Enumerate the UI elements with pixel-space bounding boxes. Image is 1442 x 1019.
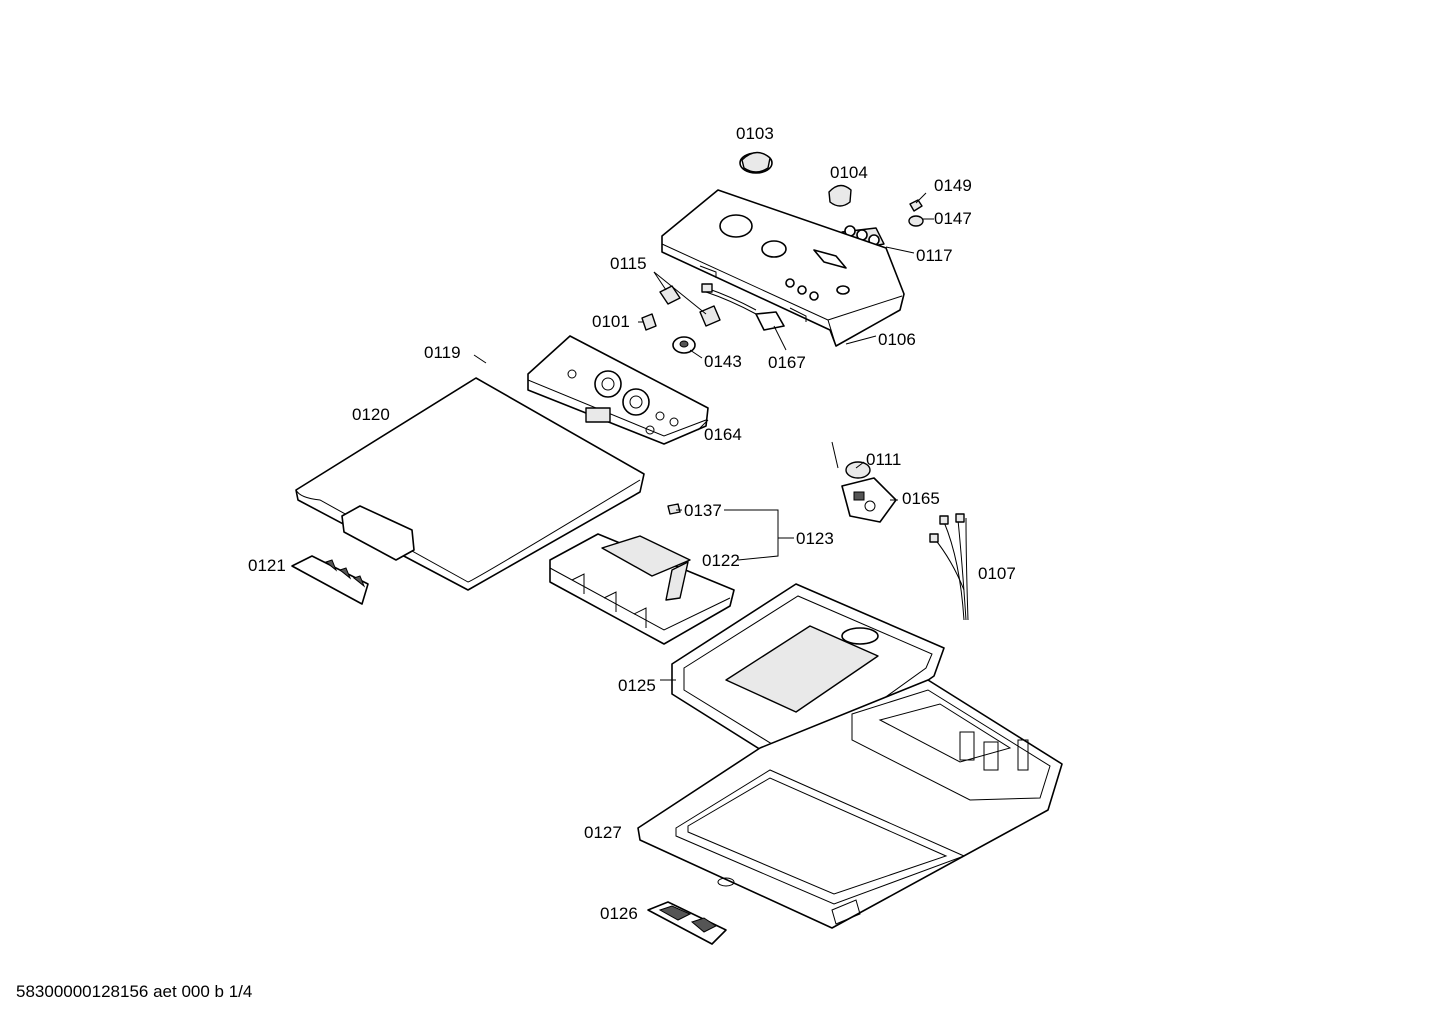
label-0126: 0126 — [600, 904, 638, 923]
label-0120: 0120 — [352, 405, 390, 424]
part-0121-handle — [291, 555, 369, 605]
part-0119-pin — [473, 354, 487, 364]
label-0123: 0123 — [796, 529, 834, 548]
part-0164-electronic-module — [527, 335, 709, 445]
part-0149-button — [909, 199, 923, 212]
part-0127-top-frame — [637, 679, 1063, 929]
part-0122-dispenser — [549, 533, 735, 645]
label-0143: 0143 — [704, 352, 742, 371]
part-0104-knob — [828, 184, 852, 207]
label-0164: 0164 — [704, 425, 742, 444]
label-0117: 0117 — [916, 246, 953, 265]
label-0103: 0103 — [736, 124, 774, 143]
part-0115-clips — [659, 285, 721, 327]
label-0111: 0111 — [866, 450, 901, 469]
label-0167: 0167 — [768, 353, 806, 372]
document-footer-code: 58300000128156 aet 000 b 1/4 — [16, 982, 253, 1001]
label-0101: 0101 — [592, 312, 630, 331]
part-0106-control-panel — [661, 189, 905, 347]
label-0106: 0106 — [878, 330, 916, 349]
label-0121: 0121 — [248, 556, 286, 575]
label-0127: 0127 — [584, 823, 622, 842]
part-0143-disc — [672, 336, 696, 354]
label-0122: 0122 — [702, 551, 740, 570]
part-0125-tub-cover — [671, 583, 945, 773]
label-0149: 0149 — [934, 176, 972, 195]
label-0137: 0137 — [684, 501, 722, 520]
label-0104: 0104 — [830, 163, 868, 182]
part-0165-door-lock — [841, 477, 897, 523]
part-0107-wiring — [929, 513, 969, 621]
part-0120-lid — [295, 377, 645, 591]
part-0101-bushing — [641, 313, 657, 331]
label-0125: 0125 — [618, 676, 656, 695]
label-0165: 0165 — [902, 489, 940, 508]
part-0167-harness — [701, 283, 785, 331]
part-0111-cap — [831, 441, 871, 479]
part-0137-clip — [667, 503, 681, 515]
leader-lines — [291, 192, 934, 681]
label-0107: 0107 — [978, 564, 1016, 583]
part-0126-cover — [647, 901, 727, 945]
part-0103-knob — [739, 151, 773, 174]
label-0147: 0147 — [934, 209, 972, 228]
label-0115: 0115 — [610, 254, 647, 273]
part-0147-button — [908, 215, 924, 227]
part-labels: 0103 0104 0149 0147 0117 0115 0101 0143 … — [248, 124, 1016, 923]
label-0119: 0119 — [424, 343, 461, 362]
